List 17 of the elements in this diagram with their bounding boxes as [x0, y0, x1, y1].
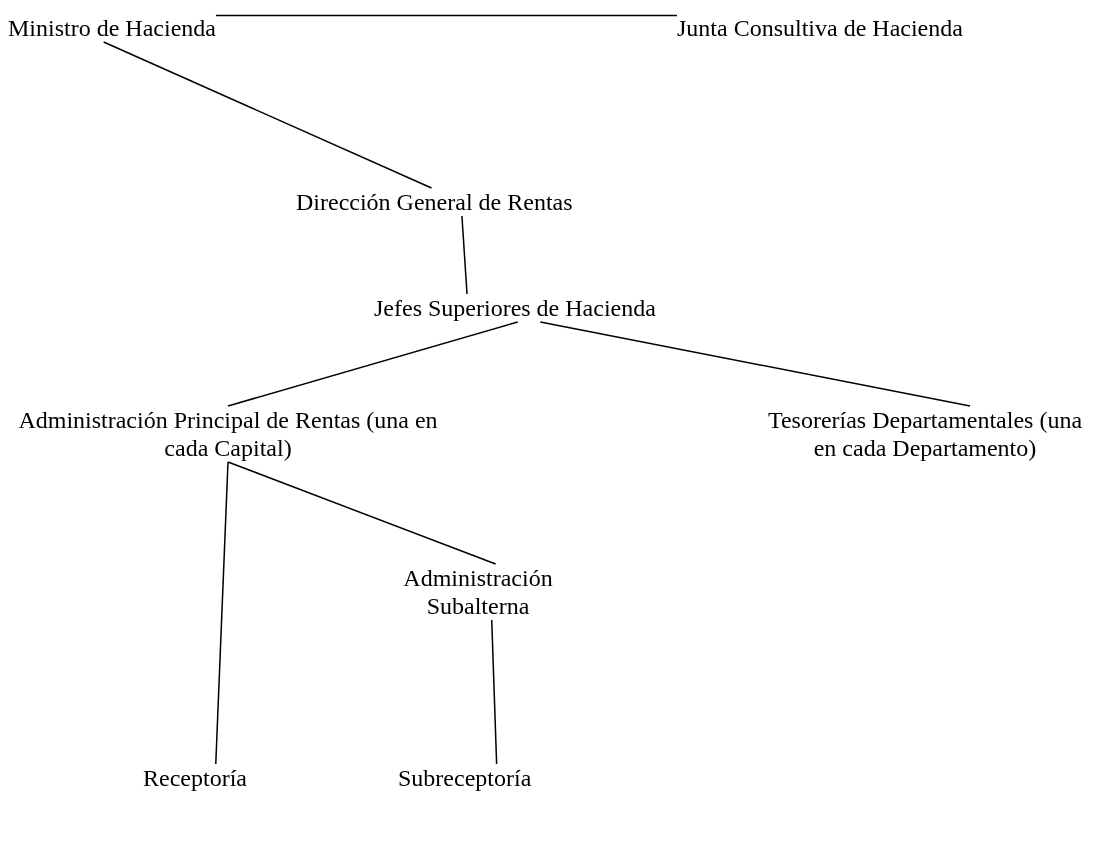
org-unit-label: Dirección General de Rentas [296, 188, 573, 216]
org-unit-label: Subreceptoría [398, 764, 532, 792]
connector-line [461, 215, 468, 295]
org-unit-label: Administración Subalterna [380, 564, 576, 620]
connector-line [227, 461, 497, 565]
connector-line [102, 41, 433, 189]
org-unit-label: Jefes Superiores de Hacienda [374, 294, 656, 322]
connector-line [215, 461, 229, 765]
org-unit-label: Ministro de Hacienda [8, 14, 216, 42]
org-unit-label: Junta Consultiva de Hacienda [677, 14, 963, 42]
connector-line [539, 321, 971, 407]
connector-line [215, 14, 678, 17]
org-unit-label: Tesorerías Departamentales (una en cada Departamento) [764, 406, 1086, 462]
org-unit-label: Administración Principal de Rentas (una en cada Capital) [18, 406, 438, 462]
org-unit-label: Receptoría [143, 764, 247, 792]
connector-line [490, 619, 498, 765]
connector-line [227, 321, 519, 407]
